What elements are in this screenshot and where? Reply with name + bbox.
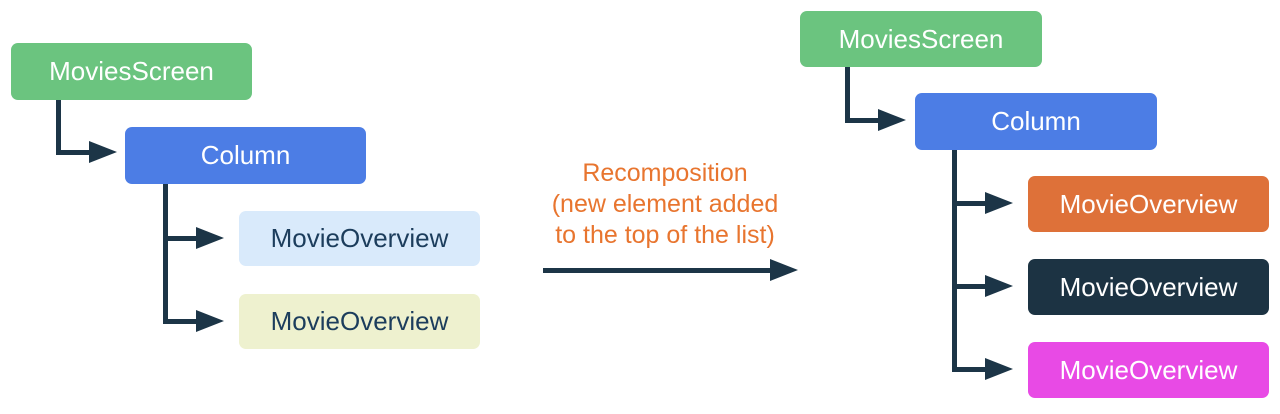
arrow-line xyxy=(543,268,770,273)
arrowhead-icon xyxy=(196,310,224,332)
connector-hline xyxy=(952,367,985,372)
node-column: Column xyxy=(915,93,1157,150)
connector-vline xyxy=(845,67,850,123)
arrowhead-icon xyxy=(985,275,1013,297)
connector-hline xyxy=(845,118,878,123)
recomposition-label-line3: to the top of the list) xyxy=(555,221,775,249)
connector-hline xyxy=(163,319,196,324)
connector-hline xyxy=(952,201,985,206)
node-moviesscreen: MoviesScreen xyxy=(800,11,1042,67)
node-movieoverview-1: MovieOverview xyxy=(239,211,480,266)
connector-vline xyxy=(163,184,168,324)
connector-vline xyxy=(952,150,957,372)
connector-hline xyxy=(56,150,89,155)
recomposition-label: Recomposition (new element added to the … xyxy=(520,158,810,251)
arrowhead-icon xyxy=(196,227,224,249)
arrowhead-icon xyxy=(985,192,1013,214)
arrowhead-icon xyxy=(985,358,1013,380)
node-movieoverview-2: MovieOverview xyxy=(239,294,480,349)
node-movieoverview-3: MovieOverview xyxy=(1028,342,1269,398)
node-column: Column xyxy=(125,127,366,184)
connector-hline xyxy=(163,236,196,241)
recomposition-label-line1: Recomposition xyxy=(582,159,748,187)
node-movieoverview-2: MovieOverview xyxy=(1028,259,1269,315)
connector-vline xyxy=(56,100,61,155)
node-movieoverview-1: MovieOverview xyxy=(1028,176,1269,232)
arrowhead-icon xyxy=(770,259,798,281)
node-moviesscreen: MoviesScreen xyxy=(11,43,252,100)
recomposition-label-line2: (new element added xyxy=(551,190,779,218)
arrowhead-icon xyxy=(878,109,906,131)
arrowhead-icon xyxy=(89,141,117,163)
connector-hline xyxy=(952,284,985,289)
